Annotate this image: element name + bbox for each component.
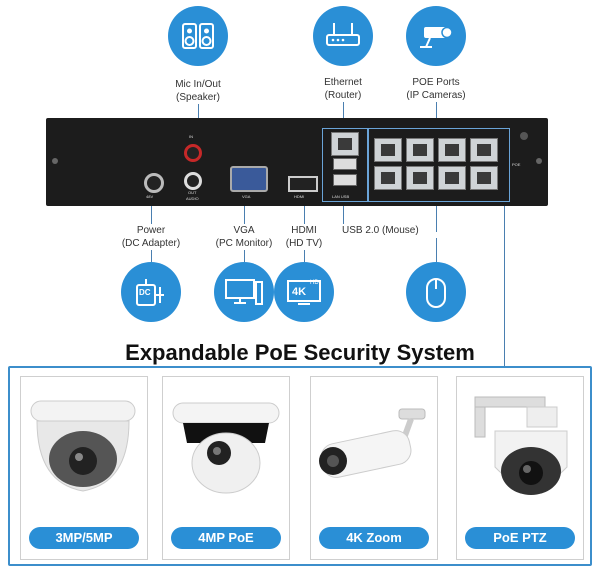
ip-camera-icon [406,6,466,66]
camera-card: 3MP/5MP [20,376,148,560]
ethernet-port [331,132,359,156]
usb-port [333,158,357,170]
lan-usb-group [322,128,368,202]
audio-in-port [184,144,202,162]
poe-port [470,138,498,162]
camera-label: 4K Zoom [319,527,429,549]
screw [52,158,58,164]
lan-usb-text: LAN USB [332,194,350,199]
hdmi-text: HDMI [294,194,305,199]
dome-camera-icon [30,400,136,492]
camera-card: 4K Zoom [310,376,438,560]
ptz-camera-icon [474,396,568,495]
4k-text: 4K [292,286,307,298]
power-port [144,173,164,193]
power-voltage-text: 48V [146,194,154,199]
power-label: Power(DC Adapter) [121,225,181,249]
router-icon [313,6,373,66]
page-title: Expandable PoE Security System [125,340,475,365]
dc-adapter-icon: DC [121,262,181,322]
screw [520,132,528,140]
camera-label: 4MP PoE [171,527,281,549]
usb-port [333,174,357,186]
camera-frame [8,366,592,566]
vga-port [230,166,268,192]
poe-port [374,138,402,162]
ethernet-label: Ethernet(Router) [324,77,362,101]
tv-4k-icon: 4K HD [274,262,334,322]
camera-label: 3MP/5MP [29,527,139,549]
vga-label: VGA(PC Monitor) [215,225,273,249]
audio-in-text: IN [189,134,193,139]
screw [536,158,542,164]
mini-ptz-camera-icon [172,402,280,494]
poe-port [406,138,434,162]
speaker-icon [168,6,228,66]
audio-out-port [184,172,202,190]
poe-ports-label: POE Ports(IP Cameras) [406,77,466,101]
dc-text: DC [139,288,151,297]
vga-text: VGA [242,194,251,199]
hdmi-label: HDMI(HD TV) [285,225,323,249]
audio-out-text: OUT [188,190,197,195]
poe-port [470,166,498,190]
camera-card: 4MP PoE [162,376,290,560]
usb-label: USB 2.0 (Mouse) [342,225,419,236]
mic-label: Mic In/Out(Speaker) [175,79,221,103]
mouse-icon [406,262,466,322]
camera-label: PoE PTZ [465,527,575,549]
poe-port-group [368,128,510,202]
monitor-icon [214,262,274,322]
hdmi-port [288,176,318,192]
poe-port [374,166,402,190]
poe-port [438,166,466,190]
audio-text: AUDIO [186,196,199,201]
bullet-camera-icon [319,408,426,478]
hd-text: HD [310,280,319,286]
camera-card: PoE PTZ [456,376,584,560]
poe-text: POE [512,162,521,167]
poe-port [438,138,466,162]
poe-port [406,166,434,190]
nvr-rear-panel: 48V IN OUT AUDIO VGA HDMI LAN USB POE [46,118,548,206]
